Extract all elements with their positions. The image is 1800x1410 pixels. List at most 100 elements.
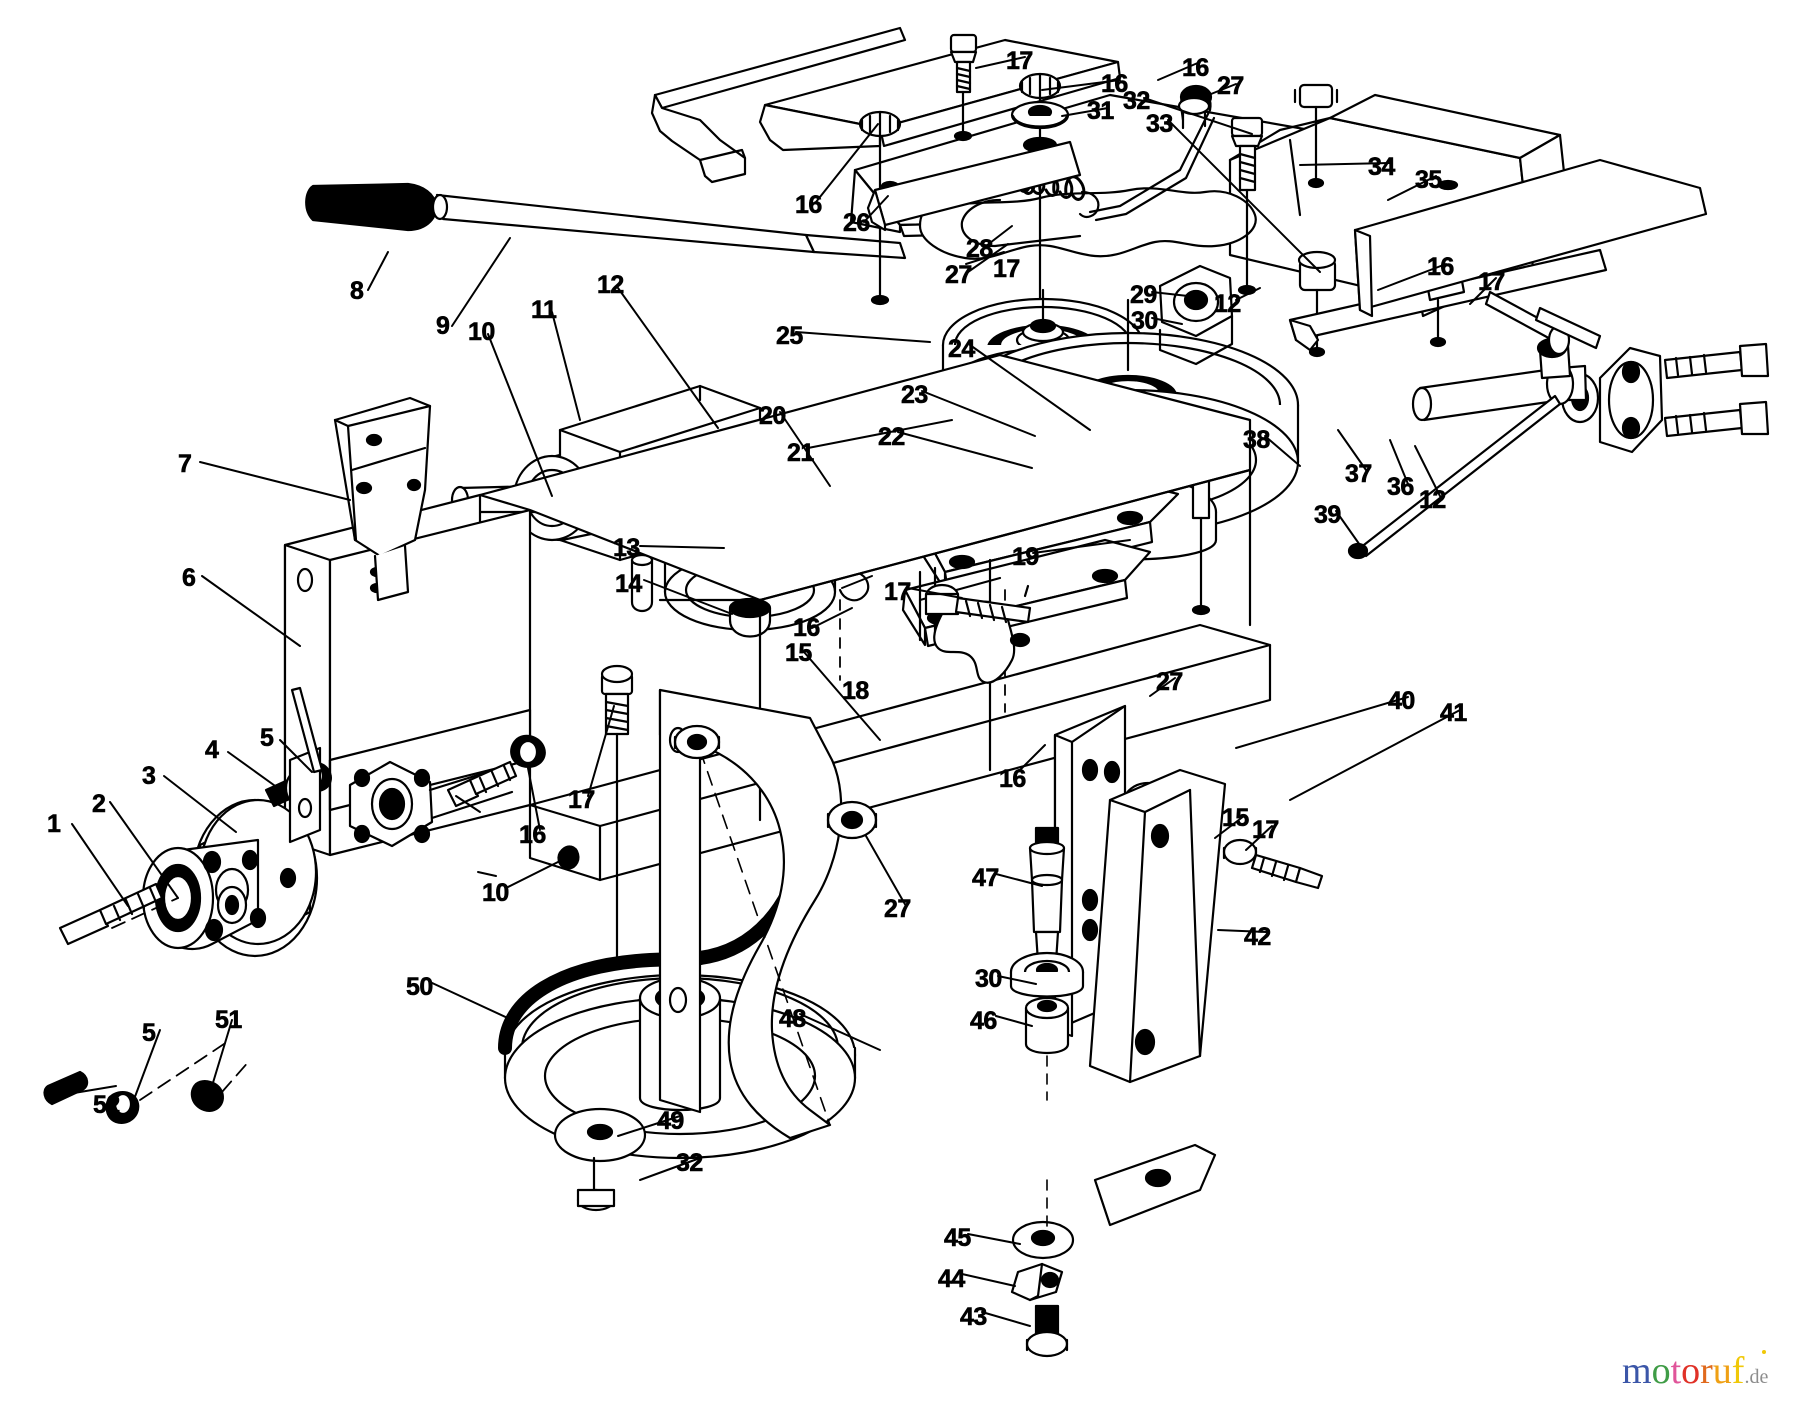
callout-20: 20 [759, 402, 787, 430]
nut-16-upper-left [858, 110, 902, 306]
callout-10: 10 [468, 318, 496, 346]
callout-50: 50 [406, 973, 434, 1001]
callout-19: 19 [1012, 543, 1040, 571]
watermark-letter-o1: o [1651, 1350, 1671, 1392]
callout-39: 39 [1314, 501, 1342, 529]
callout-16f: 16 [519, 821, 547, 849]
callout-26: 26 [843, 209, 871, 237]
watermark-dot [1762, 1350, 1766, 1354]
callout-32: 32 [1123, 87, 1151, 115]
callout-9: 9 [436, 312, 451, 340]
callout-16g: 16 [999, 765, 1027, 793]
callout-22: 22 [878, 423, 906, 451]
callout-14: 14 [615, 570, 643, 598]
callout-6: 6 [182, 564, 197, 592]
callout-10b: 10 [482, 879, 510, 907]
callout-29: 29 [1130, 281, 1158, 309]
callout-42: 42 [1244, 923, 1272, 951]
callout-25: 25 [776, 322, 804, 350]
callout-43: 43 [960, 1303, 988, 1331]
callout-48: 48 [779, 1005, 807, 1033]
callout-3: 3 [142, 762, 157, 790]
callout-16e: 16 [793, 614, 821, 642]
nut-16-belt-guard [673, 724, 721, 760]
callout-44: 44 [938, 1265, 966, 1293]
callout-17b: 17 [993, 255, 1021, 283]
bolt-17-deck [924, 583, 1032, 624]
coupler-assembly-axis [111, 897, 251, 1101]
watermark-letter-r: r [1700, 1350, 1713, 1392]
nut-16-center [1293, 83, 1339, 189]
callout-17c: 17 [1478, 268, 1506, 296]
callout-27c: 27 [1156, 668, 1184, 696]
nut-16-belt-guard-2 [826, 800, 878, 840]
callout-41: 41 [1440, 699, 1468, 727]
callout-12c: 12 [1419, 486, 1447, 514]
callout-24: 24 [948, 335, 976, 363]
callout-4: 4 [205, 736, 220, 764]
callout-35: 35 [1415, 166, 1443, 194]
callout-47: 47 [972, 864, 1000, 892]
callout-23: 23 [901, 381, 929, 409]
callout-40: 40 [1388, 687, 1416, 715]
callout-8: 8 [350, 277, 365, 305]
shaft-flange-coupling [264, 686, 514, 848]
callout-38: 38 [1243, 426, 1271, 454]
bolt-17-mid-frame [600, 664, 634, 962]
leader-lines [67, 56, 1497, 1327]
right-link-plate [1347, 337, 1770, 560]
callout-36: 36 [1387, 473, 1415, 501]
callout-12b: 12 [1214, 290, 1242, 318]
bracket-29-30 [1158, 264, 1234, 366]
callout-33: 33 [1146, 110, 1174, 138]
callout-16d: 16 [1427, 253, 1455, 281]
channel-bracket-26 [866, 140, 1082, 232]
callout-27d: 27 [884, 895, 912, 923]
callout-16b: 16 [1101, 70, 1129, 98]
callout-27: 27 [1217, 72, 1245, 100]
callout-17e: 17 [568, 786, 596, 814]
bolt-32-top [1230, 116, 1264, 296]
callout-11: 11 [531, 296, 558, 324]
watermark-tld: .de [1744, 1366, 1769, 1388]
spindle-bracket-assembly [1009, 704, 1227, 1358]
callout-17: 17 [1006, 47, 1034, 75]
callout-32b: 32 [676, 1149, 704, 1177]
callout-2: 2 [92, 790, 107, 818]
callout-17f: 17 [1252, 816, 1280, 844]
upper-right-frame [1353, 158, 1708, 318]
callout-16c: 16 [1182, 54, 1210, 82]
coupler-assembly [43, 798, 319, 1124]
bracket-7 [333, 396, 432, 602]
callout-30b: 30 [975, 965, 1003, 993]
watermark-letter-m: m [1622, 1350, 1652, 1392]
callout-16: 16 [795, 191, 823, 219]
callout-5b: 5 [142, 1019, 157, 1047]
callout-15b: 15 [1222, 804, 1250, 832]
callout-28: 28 [966, 235, 994, 263]
watermark-letter-f: f [1731, 1350, 1745, 1392]
bolt-1-lower [446, 760, 518, 808]
callout-37: 37 [1345, 460, 1373, 488]
watermark-letter-o2: o [1681, 1350, 1701, 1392]
callout-46: 46 [970, 1007, 998, 1035]
watermark-letter-t: t [1670, 1350, 1682, 1392]
callout-27b: 27 [945, 261, 973, 289]
spacer-33 [1297, 250, 1337, 358]
callout-45: 45 [944, 1224, 972, 1252]
shaft-key-10-lower [557, 845, 580, 870]
bolt-17-top [949, 33, 978, 142]
callout-49: 49 [657, 1107, 685, 1135]
deck-top-plate [918, 187, 1257, 260]
callout-15: 15 [785, 639, 813, 667]
callout-30: 30 [1131, 307, 1159, 335]
callout-12: 12 [597, 271, 625, 299]
callout-51: 51 [215, 1006, 243, 1034]
nut-16-mid [510, 734, 546, 768]
callout-13: 13 [613, 534, 641, 562]
callout-52: 52 [93, 1091, 121, 1119]
nut-16-upper-right [1018, 72, 1062, 322]
callout-7: 7 [178, 450, 193, 478]
